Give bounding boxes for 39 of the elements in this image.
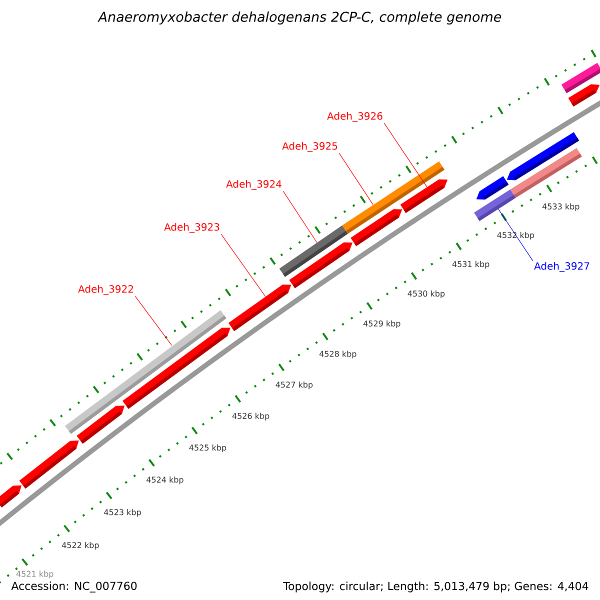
gene-feature — [228, 284, 292, 332]
leader-line — [338, 152, 374, 205]
scale-label: 4527 kbp — [276, 382, 313, 390]
gene-label: Adeh_3927 — [534, 262, 590, 272]
scale-label: 4526 kbp — [232, 412, 270, 420]
gene-feature — [76, 406, 125, 444]
leader-line — [220, 234, 266, 297]
gene-feature — [19, 440, 79, 489]
scale-label: 4531 kbp — [452, 260, 490, 269]
gene-feature — [289, 242, 352, 288]
gene-label: Adeh_3924 — [226, 180, 282, 190]
scale-label: 4525 kbp — [189, 444, 226, 452]
gene-feature — [122, 328, 230, 409]
gene-feature — [506, 132, 580, 180]
gene-label: Adeh_3925 — [282, 142, 338, 152]
gene-feature — [476, 176, 509, 200]
gene-feature — [0, 485, 22, 508]
gene-feature — [561, 62, 600, 94]
gene-label: Adeh_3922 — [78, 285, 133, 295]
genome-info-text: Topology: circular; Length: 5,013,479 bp; Genes: 4,404 — [283, 582, 588, 592]
gene-feature — [350, 209, 402, 246]
scale-label: 4529 kbp — [363, 320, 400, 328]
title: Anaeromyxobacter dehalogenans 2CP-C, complete genome — [98, 11, 502, 25]
accession-text: Accession: NC_007760 — [11, 582, 137, 592]
scale-label: 4528 kbp — [319, 350, 356, 358]
leader-line — [384, 122, 428, 188]
scale-label: 4533 kbp — [542, 203, 580, 212]
gene-label: Adeh_3926 — [327, 112, 382, 122]
gene-feature — [400, 179, 448, 213]
scale-label: 4532 kbp — [497, 232, 534, 240]
scale-label: 4521 kbp — [16, 570, 54, 578]
leader-line — [282, 190, 318, 243]
leader-line — [134, 296, 172, 346]
gene-label: Adeh_3923 — [164, 223, 220, 233]
scale-label: 4523 kbp — [104, 509, 141, 517]
scale-label: 4522 kbp — [62, 542, 99, 550]
scale-label: 4530 kbp — [408, 290, 445, 298]
leader-line — [498, 208, 534, 262]
scale-label: 4524 kbp — [146, 476, 184, 484]
